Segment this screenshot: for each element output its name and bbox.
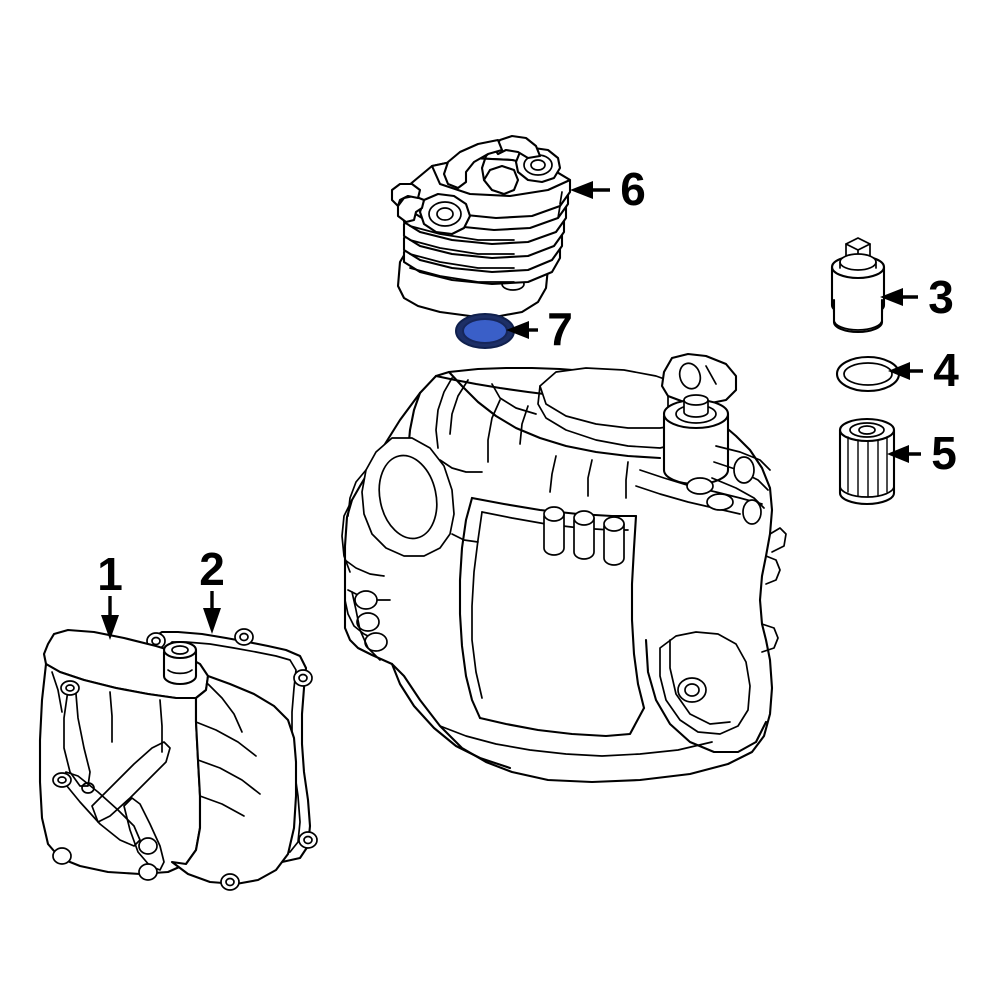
callout-5-number: 5 [931, 427, 957, 479]
callout-1-arrowhead [101, 615, 119, 640]
callout-4: 4 [888, 344, 959, 396]
filter-cap-o-ring [835, 355, 901, 393]
filter-cap [830, 237, 886, 334]
o-ring-inner [843, 362, 893, 386]
callout-4-number: 4 [933, 344, 959, 396]
callout-5-arrowhead [887, 445, 909, 463]
callout-2: 2 [199, 543, 225, 634]
callout-7: 7 [506, 303, 573, 355]
callout-6: 6 [570, 163, 646, 215]
callout-3-arrowhead [880, 288, 903, 306]
side-cover [38, 628, 298, 891]
callout-3-number: 3 [928, 271, 954, 323]
callout-6-arrowhead [570, 181, 593, 199]
oil-cooler-seal [455, 313, 515, 349]
callout-7-number: 7 [547, 303, 573, 355]
callout-6-number: 6 [620, 163, 646, 215]
callout-7-arrowhead [506, 321, 529, 339]
callout-2-arrowhead [203, 608, 221, 634]
seal-inner-face [462, 318, 508, 344]
callout-3: 3 [880, 271, 954, 323]
transmission-case [341, 352, 787, 784]
callout-4-arrowhead [888, 362, 910, 380]
oil-cooler [390, 134, 572, 318]
callout-5: 5 [887, 427, 957, 479]
callout-2-number: 2 [199, 543, 225, 595]
callout-1: 1 [97, 548, 123, 640]
filter-element [838, 417, 896, 506]
callout-1-number: 1 [97, 548, 123, 600]
